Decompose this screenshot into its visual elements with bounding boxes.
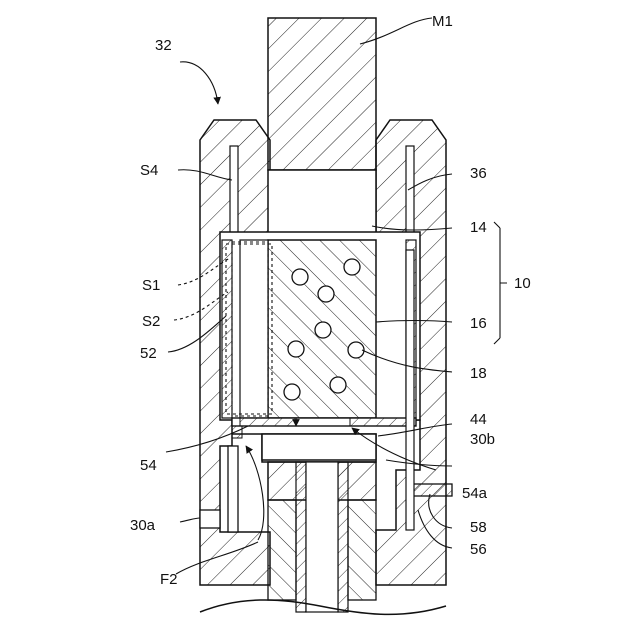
label-10: 10 <box>514 275 531 292</box>
piston-m1 <box>268 18 376 240</box>
label-52: 52 <box>140 345 157 362</box>
label-s4: S4 <box>140 162 158 179</box>
label-58: 58 <box>470 519 487 536</box>
label-s1: S1 <box>142 277 160 294</box>
label-54a: 54a <box>462 485 488 502</box>
label-44: 44 <box>470 411 487 428</box>
label-f2: F2 <box>160 571 178 588</box>
label-14: 14 <box>470 219 487 236</box>
label-56: 56 <box>470 541 487 558</box>
label-s2: S2 <box>142 313 160 330</box>
label-30a: 30a <box>130 517 156 534</box>
label-32: 32 <box>155 37 172 54</box>
lower-stem <box>268 462 376 612</box>
label-18: 18 <box>470 365 487 382</box>
label-m1: M1 <box>432 13 453 30</box>
label-16: 16 <box>470 315 487 332</box>
label-36: 36 <box>470 165 487 182</box>
label-54: 54 <box>140 457 157 474</box>
label-30b: 30b <box>470 431 495 448</box>
inlet-30a <box>200 510 220 528</box>
